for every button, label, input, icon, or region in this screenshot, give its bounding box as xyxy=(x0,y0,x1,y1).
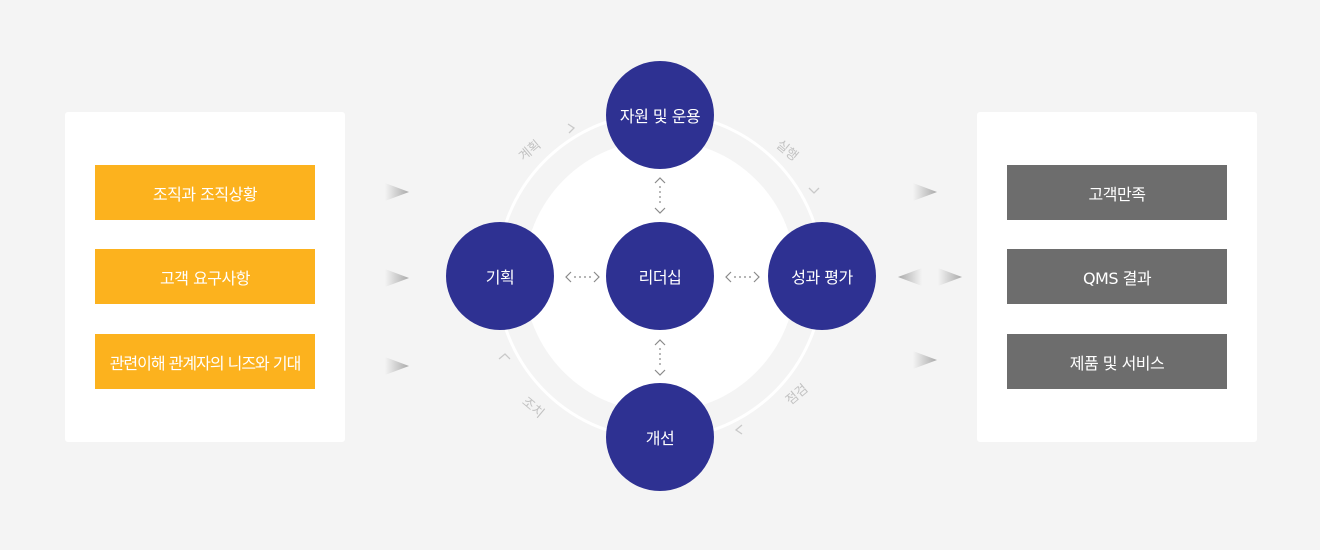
arrow-up-icon xyxy=(654,177,666,184)
center-arrows xyxy=(565,177,760,376)
node-leadership: 리더십 xyxy=(606,222,714,330)
input-item-customer-requirements: 고객 요구사항 xyxy=(95,249,315,304)
arrow-right-icon xyxy=(913,351,937,369)
node-planning: 기획 xyxy=(446,222,554,330)
node-resources-operation: 자원 및 운용 xyxy=(606,61,714,169)
output-item-products-services: 제품 및 서비스 xyxy=(1007,334,1227,389)
ring-chevrons xyxy=(498,123,820,435)
chevron-icon xyxy=(734,424,743,435)
chevron-icon xyxy=(498,353,511,360)
input-item-label: 관련이해 관계자의 니즈와 기대 xyxy=(109,353,302,373)
arrow-left-icon xyxy=(898,268,922,286)
input-item-label: 조직과 조직상황 xyxy=(152,184,258,204)
arrow-right-icon xyxy=(385,269,409,287)
node-label: 자원 및 운용 xyxy=(619,107,701,126)
arrow-right-icon xyxy=(385,183,409,201)
arrow-right-icon xyxy=(593,271,600,283)
node-label: 리더십 xyxy=(638,268,682,287)
arrow-left-icon xyxy=(725,271,732,283)
input-item-organization-context: 조직과 조직상황 xyxy=(95,165,315,220)
arrow-right-icon xyxy=(913,183,937,201)
node-label: 기획 xyxy=(485,268,515,287)
chevron-icon xyxy=(567,123,576,134)
input-item-stakeholder-needs: 관련이해 관계자의 니즈와 기대 xyxy=(95,334,315,389)
node-label: 성과 평가 xyxy=(791,268,853,287)
output-item-label: 고객만족 xyxy=(1088,184,1146,204)
node-label: 개선 xyxy=(645,429,675,448)
arrow-left-icon xyxy=(565,271,572,283)
node-performance-evaluation: 성과 평가 xyxy=(768,222,876,330)
arrow-right-icon xyxy=(938,268,962,286)
arrow-right-icon xyxy=(753,271,760,283)
output-item-label: 제품 및 서비스 xyxy=(1069,353,1165,373)
arrow-right-icon xyxy=(385,357,409,375)
output-item-qms-results: QMS 결과 xyxy=(1007,249,1227,304)
arrow-down-icon xyxy=(654,369,666,376)
output-item-customer-satisfaction: 고객만족 xyxy=(1007,165,1227,220)
input-item-label: 고객 요구사항 xyxy=(160,268,250,288)
chevron-icon xyxy=(808,187,820,194)
output-item-label: QMS 결과 xyxy=(1082,268,1152,288)
node-improvement: 개선 xyxy=(606,383,714,491)
arrow-up-icon xyxy=(654,339,666,346)
arrow-down-icon xyxy=(654,207,666,214)
